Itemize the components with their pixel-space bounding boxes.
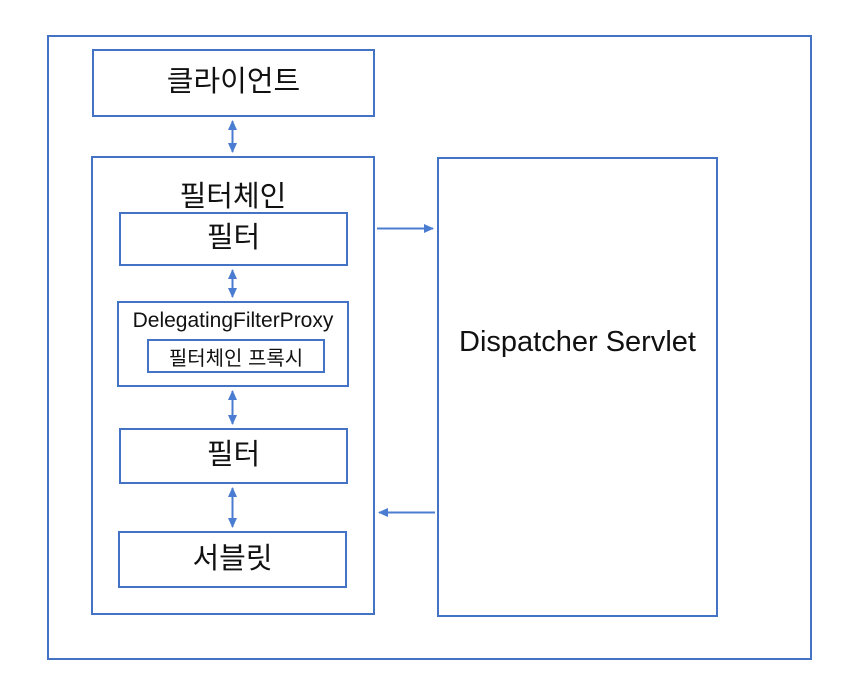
servlet-label: 서블릿 xyxy=(192,542,273,575)
node-client: 클라이언트 xyxy=(92,49,375,117)
node-filter-bottom: 필터 xyxy=(119,428,348,484)
filter-top-label: 필터 xyxy=(206,222,261,255)
dispatcher-servlet-label: Dispatcher Servlet xyxy=(459,326,696,358)
filter-chain-proxy-label: 필터체인 프록시 xyxy=(168,347,304,370)
node-filter-chain-proxy: 필터체인 프록시 xyxy=(147,339,325,373)
client-label: 클라이언트 xyxy=(166,66,301,99)
delegating-filter-proxy-label: DelegatingFilterProxy xyxy=(132,309,334,332)
node-dispatcher-servlet xyxy=(437,157,718,617)
node-delegating-filter-proxy: DelegatingFilterProxy 필터체인 프록시 xyxy=(117,301,349,387)
filter-bottom-label: 필터 xyxy=(206,439,261,472)
node-filter-top: 필터 xyxy=(119,212,348,266)
outer-frame xyxy=(47,35,812,660)
node-servlet: 서블릿 xyxy=(118,531,347,588)
filter-chain-label: 필터체인 xyxy=(179,181,287,213)
